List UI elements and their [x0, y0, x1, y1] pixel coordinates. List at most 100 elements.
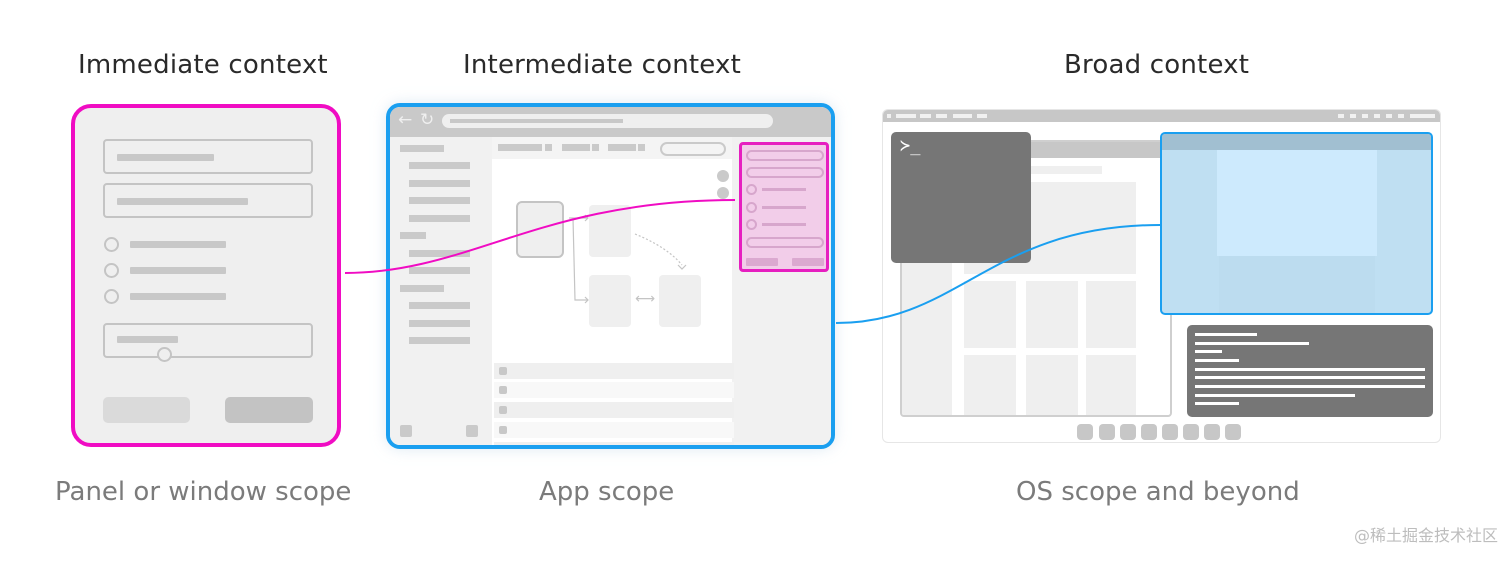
highlighted-content-footer: [1219, 256, 1375, 313]
menu-item[interactable]: [896, 114, 916, 118]
sidebar-item[interactable]: [409, 180, 470, 187]
row-icon: [499, 406, 507, 414]
terminal-window[interactable]: ≻_: [891, 132, 1031, 263]
toolbar-dropdown-icon[interactable]: [592, 144, 599, 151]
menu-item[interactable]: [887, 114, 891, 118]
text-field-2[interactable]: [103, 183, 313, 218]
canvas-tool-icon[interactable]: [717, 187, 729, 199]
status-icon[interactable]: [1398, 114, 1404, 118]
sidebar-item[interactable]: [409, 302, 470, 309]
sidebar-footer-button[interactable]: [466, 425, 478, 437]
list-row[interactable]: [494, 382, 734, 398]
toolbar-dropdown-icon[interactable]: [638, 144, 645, 151]
highlighted-field[interactable]: [746, 150, 824, 161]
highlighted-radio-label: [762, 206, 806, 209]
text-field-1[interactable]: [103, 139, 313, 174]
highlighted-slider-field[interactable]: [746, 237, 824, 248]
toolbar-item[interactable]: [562, 144, 590, 151]
console-line: [1195, 342, 1309, 345]
highlighted-radio-label: [762, 223, 806, 226]
menu-item[interactable]: [953, 114, 972, 118]
status-icon[interactable]: [1374, 114, 1380, 118]
sidebar-item[interactable]: [409, 250, 470, 257]
sidebar-heading: [400, 145, 444, 152]
list-row[interactable]: [494, 402, 734, 418]
highlighted-radio[interactable]: [746, 202, 757, 213]
dock-app-icon[interactable]: [1099, 424, 1115, 440]
back-arrow-icon[interactable]: ←: [398, 110, 413, 130]
dock-app-icon[interactable]: [1141, 424, 1157, 440]
menu-item[interactable]: [920, 114, 931, 118]
radio-label-3: [130, 293, 226, 300]
title-broad-context: Broad context: [1064, 50, 1250, 80]
window-tile: [1026, 281, 1078, 348]
slider-field[interactable]: [103, 323, 313, 362]
status-icon[interactable]: [1386, 114, 1392, 118]
menu-item[interactable]: [977, 114, 987, 118]
sidebar-item[interactable]: [409, 197, 470, 204]
caption-app-scope: App scope: [539, 477, 675, 507]
radio-button-3[interactable]: [104, 289, 119, 304]
sidebar-footer-button[interactable]: [400, 425, 412, 437]
list-row[interactable]: [494, 363, 734, 379]
radio-button-1[interactable]: [104, 237, 119, 252]
reload-icon[interactable]: ↻: [420, 110, 435, 130]
status-icon[interactable]: [1338, 114, 1344, 118]
window-heading: [1022, 166, 1102, 174]
toolbar-item[interactable]: [498, 144, 542, 151]
sidebar-item[interactable]: [409, 215, 470, 222]
field-placeholder: [117, 154, 214, 161]
list-row[interactable]: [494, 442, 734, 445]
diagram-connectors: [569, 214, 687, 304]
console-line: [1195, 402, 1239, 405]
highlighted-panel: [739, 142, 829, 272]
console-line: [1195, 350, 1222, 353]
diagram-node[interactable]: [589, 275, 631, 327]
highlighted-field[interactable]: [746, 167, 824, 178]
window-tile: [964, 355, 1016, 415]
address-bar[interactable]: [442, 114, 773, 128]
diagram-node[interactable]: [659, 275, 701, 327]
status-icon[interactable]: [1350, 114, 1356, 118]
terminal-prompt-icon: ≻_: [900, 136, 921, 156]
toolbar-dropdown-icon[interactable]: [545, 144, 552, 151]
caption-panel-scope: Panel or window scope: [55, 477, 352, 507]
search-field[interactable]: [660, 142, 726, 156]
menu-item[interactable]: [936, 114, 947, 118]
window-tile: [1086, 355, 1136, 415]
highlighted-radio[interactable]: [746, 184, 757, 195]
dock-app-icon[interactable]: [1162, 424, 1178, 440]
console-line: [1195, 368, 1425, 371]
sidebar-heading: [400, 285, 444, 292]
dock-app-icon[interactable]: [1077, 424, 1093, 440]
dock-app-icon[interactable]: [1204, 424, 1220, 440]
highlighted-button[interactable]: [792, 258, 824, 266]
highlighted-radio[interactable]: [746, 219, 757, 230]
slider-thumb[interactable]: [157, 347, 172, 362]
title-immediate-context: Immediate context: [78, 50, 328, 80]
radio-button-2[interactable]: [104, 263, 119, 278]
sidebar-item[interactable]: [409, 162, 470, 169]
canvas-tool-icon[interactable]: [717, 170, 729, 182]
primary-button[interactable]: [225, 397, 313, 423]
highlighted-app-window[interactable]: [1160, 132, 1433, 315]
dock-app-icon[interactable]: [1225, 424, 1241, 440]
status-icon[interactable]: [1362, 114, 1368, 118]
window-tile: [1086, 281, 1136, 348]
dock-app-icon[interactable]: [1183, 424, 1199, 440]
clock[interactable]: [1410, 114, 1435, 118]
row-icon: [499, 386, 507, 394]
console-line: [1195, 385, 1425, 388]
toolbar-item[interactable]: [608, 144, 636, 151]
sidebar-item[interactable]: [409, 267, 470, 274]
intermediate-context-app-window: ← ↻: [386, 103, 835, 449]
list-row[interactable]: [494, 422, 734, 438]
secondary-button[interactable]: [103, 397, 190, 423]
os-menu-bar: [883, 110, 1440, 122]
dock-app-icon[interactable]: [1120, 424, 1136, 440]
sidebar-item[interactable]: [409, 320, 470, 327]
console-window[interactable]: [1187, 325, 1433, 417]
sidebar-item[interactable]: [409, 337, 470, 344]
row-icon: [499, 426, 507, 434]
highlighted-button[interactable]: [746, 258, 778, 266]
